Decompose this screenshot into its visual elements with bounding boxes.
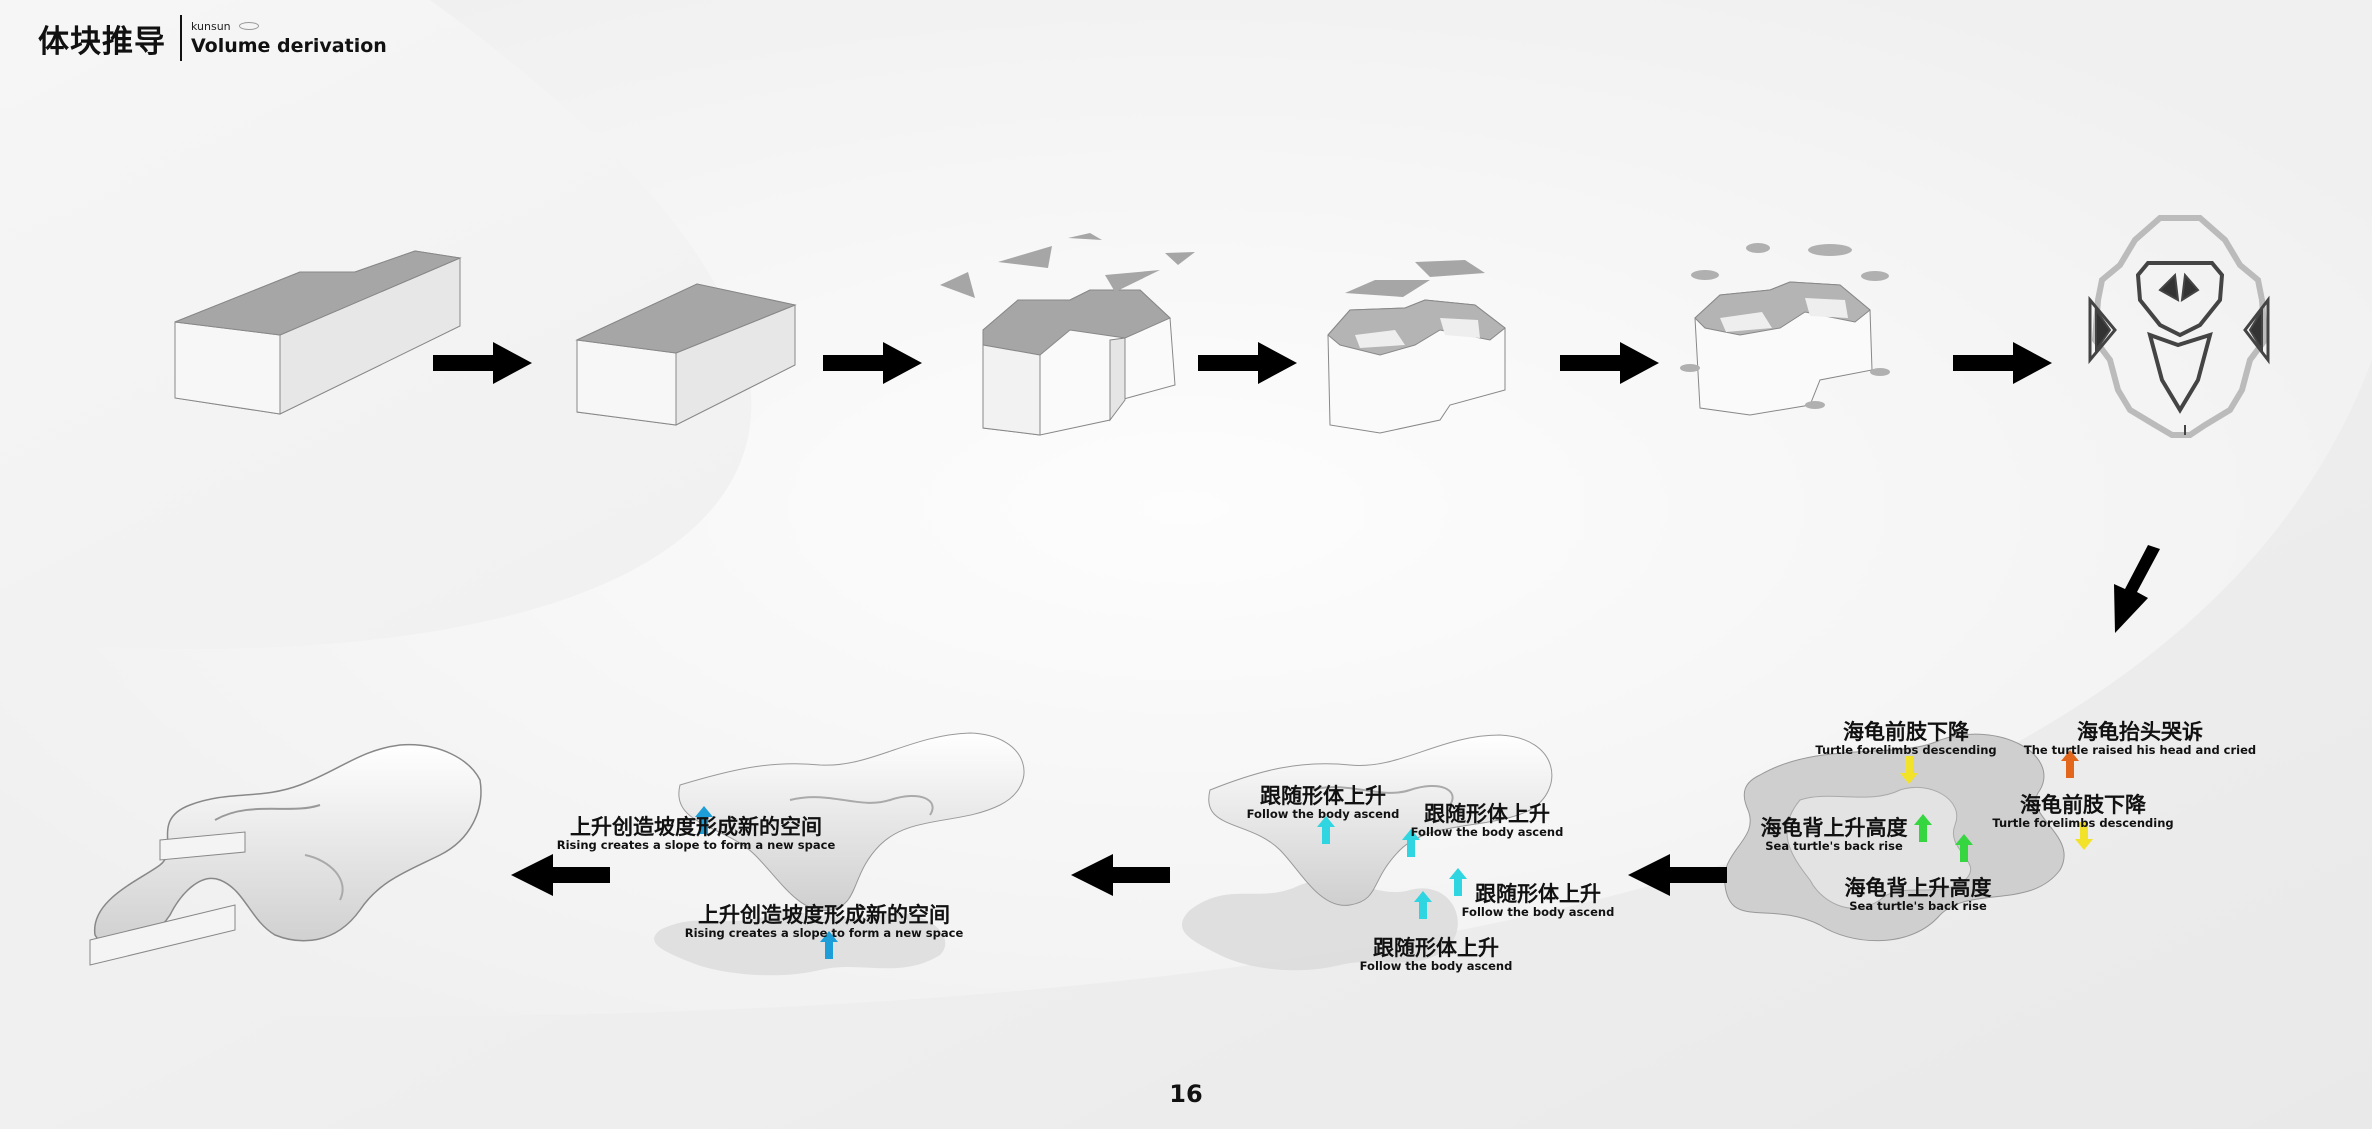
header-title-cn: 体块推导 (38, 23, 166, 60)
arrow-right-3 (1198, 342, 1297, 384)
header-divider (180, 15, 182, 61)
label-en: Sea turtle's back rise (1849, 899, 1987, 913)
brand-mark-icon (238, 22, 259, 30)
arrow-right-2 (823, 342, 922, 384)
annotation-label: 海龟抬头哭诉 The turtle raised his head and cr… (2024, 720, 2256, 757)
annotation-label: 跟随形体上升 Follow the body ascend (1360, 936, 1513, 973)
label-en: Follow the body ascend (1246, 807, 1400, 821)
label-cn: 上升创造坡度形成新的空间 (697, 903, 950, 927)
label-cn: 跟随形体上升 (1259, 784, 1386, 808)
volume-step-3 (940, 233, 1195, 436)
label-cn: 海龟背上升高度 (1844, 876, 1992, 900)
label-en: Follow the body ascend (1461, 905, 1615, 919)
annotation-label: 跟随形体上升 Follow the body ascend (1462, 882, 1615, 919)
up-arrow-icon (1402, 829, 1420, 857)
label-cn: 跟随形体上升 (1372, 936, 1499, 960)
annotation-label: 海龟前肢下降 Turtle forelimbs descending (1992, 793, 2173, 830)
up-arrow-icon (1317, 816, 1335, 844)
label-en: Turtle forelimbs descending (1815, 743, 1997, 757)
volume-step-2 (575, 283, 797, 426)
header-brand-row: kunsun (191, 20, 387, 33)
annotation-label: 海龟背上升高度 Sea turtle's back rise (1761, 816, 1908, 853)
page-header: 体块推导 kunsun Volume derivation (38, 14, 387, 62)
volume-step-4 (1327, 260, 1506, 434)
volume-step-10-final (89, 743, 482, 966)
label-en: Turtle forelimbs descending (1992, 816, 2174, 830)
label-cn: 海龟抬头哭诉 (2076, 720, 2203, 744)
page-number-text: 16 (1169, 1080, 1203, 1108)
up-arrow-icon (1449, 868, 1467, 896)
label-en: Sea turtle's back rise (1765, 839, 1903, 853)
arrow-left-2 (1071, 854, 1170, 896)
background-swoosh (0, 0, 2372, 1017)
arrow-right-4 (1560, 342, 1659, 384)
volume-step-8-surface (1181, 734, 1553, 971)
label-en: The turtle raised his head and cried (2023, 743, 2257, 757)
label-en: Rising creates a slope to form a new spa… (556, 838, 836, 852)
annotation-label: 上升创造坡度形成新的空间 Rising creates a slope to f… (685, 903, 963, 940)
annotation-label: 海龟背上升高度 Sea turtle's back rise (1845, 876, 1992, 913)
down-arrow-icon (2075, 822, 2093, 850)
header-brand: kunsun (191, 19, 231, 33)
label-en: Follow the body ascend (1410, 825, 1564, 839)
volume-step-6-plan (2088, 215, 2270, 438)
label-cn: 海龟前肢下降 (2020, 793, 2146, 817)
label-cn: 跟随形体上升 (1474, 882, 1601, 906)
volume-step-9-surface (654, 732, 1025, 976)
annotation-label: 海龟前肢下降 Turtle forelimbs descending (1815, 720, 1996, 757)
label-cn: 海龟背上升高度 (1760, 816, 1908, 840)
volume-step-1 (174, 250, 462, 415)
label-en: Follow the body ascend (1359, 959, 1513, 973)
arrow-left-3 (511, 854, 610, 896)
volume-step-5 (1680, 243, 1890, 416)
up-arrow-icon (1914, 814, 1932, 842)
annotation-label: 跟随形体上升 Follow the body ascend (1411, 802, 1564, 839)
header-title-en: Volume derivation (191, 34, 387, 57)
label-cn: 上升创造坡度形成新的空间 (569, 815, 822, 839)
up-arrow-icon (695, 806, 713, 834)
annotation-label: 上升创造坡度形成新的空间 Rising creates a slope to f… (557, 815, 835, 852)
arrow-right-5 (1953, 342, 2052, 384)
annotation-label: 跟随形体上升 Follow the body ascend (1247, 784, 1400, 821)
label-cn: 跟随形体上升 (1423, 802, 1550, 826)
arrow-down-left (2114, 545, 2160, 633)
up-arrow-icon (2061, 750, 2079, 778)
label-en: Rising creates a slope to form a new spa… (684, 926, 964, 940)
up-arrow-icon (1955, 834, 1973, 862)
arrow-left-1 (1628, 854, 1727, 896)
up-arrow-icon (820, 931, 838, 959)
arrow-right-1 (433, 342, 532, 384)
down-arrow-icon (1900, 756, 1918, 784)
up-arrow-icon (1414, 891, 1432, 919)
label-cn: 海龟前肢下降 (1843, 720, 1969, 744)
header-right: kunsun Volume derivation (191, 20, 387, 57)
